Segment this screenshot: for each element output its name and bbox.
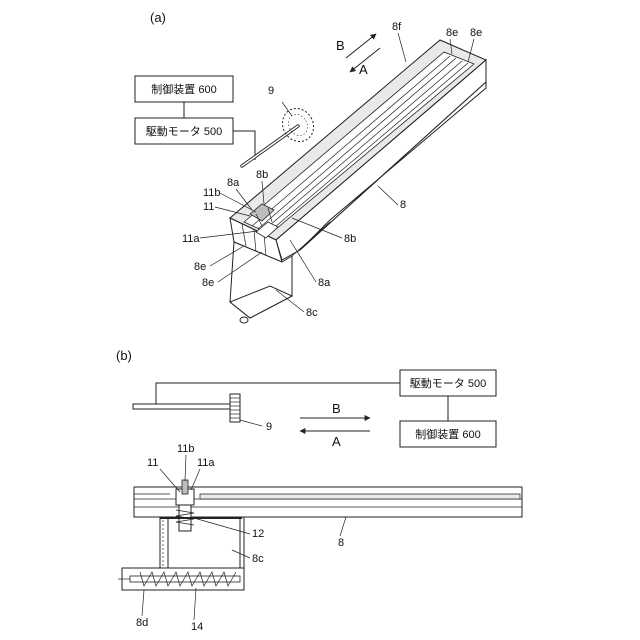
label-11-b: 11 [147, 457, 158, 469]
leader-8-a [378, 186, 398, 205]
arrow-a-a: A [359, 62, 368, 77]
leader-8f [398, 33, 406, 62]
controller-box-b: 制御装置 600 [400, 421, 496, 447]
label-14-b: 14 [191, 621, 203, 633]
connector-b-2 [156, 383, 400, 404]
label-12-b: 12 [252, 528, 264, 540]
arrow-b-a: B [336, 38, 345, 53]
label-11a-b: 11a [197, 457, 215, 469]
motor-box-b: 駆動モータ 500 [400, 370, 496, 396]
label-9-b: 9 [266, 421, 272, 433]
label-8a-right: 8a [318, 277, 331, 289]
label-8e-2: 8e [470, 27, 482, 39]
label-8-a: 8 [400, 199, 406, 211]
direction-arrows-b: B A [300, 401, 370, 449]
label-8e-left2: 8e [202, 277, 214, 289]
label-8b-right: 8b [344, 233, 356, 245]
brush-shaft-b [133, 394, 262, 426]
label-9-a: 9 [268, 85, 274, 97]
label-8a-top: 8a [227, 177, 240, 189]
motor-box-a-text: 駆動モータ 500 [146, 124, 222, 138]
connector-a-2 [233, 131, 255, 160]
controller-box-a: 制御装置 600 [135, 76, 233, 102]
label-8e-1: 8e [446, 27, 458, 39]
label-8d-b: 8d [136, 617, 148, 629]
panel-a: (a) 制御装置 600 駆動モータ 500 B A [135, 10, 486, 323]
label-11b-b: 11b [177, 443, 195, 455]
leader-14-b [194, 588, 196, 620]
arrow-a-b: A [332, 434, 341, 449]
label-11-a: 11 [203, 201, 214, 213]
leader-12-b [194, 518, 250, 534]
label-8c-a: 8c [306, 307, 318, 319]
controller-box-b-text: 制御装置 600 [415, 427, 480, 441]
label-8-b: 8 [338, 537, 344, 549]
leader-11b-b [185, 455, 186, 481]
label-8e-left1: 8e [194, 261, 206, 273]
controller-box-a-text: 制御装置 600 [151, 82, 216, 96]
panel-a-label: (a) [150, 10, 166, 25]
panel-b: (b) 駆動モータ 500 制御装置 600 B [116, 348, 522, 633]
motor-box-a: 駆動モータ 500 [135, 118, 233, 144]
direction-arrows-a: B A [336, 34, 380, 77]
auger-14 [118, 568, 244, 590]
leader-8d-b [142, 590, 144, 616]
label-11a-a: 11a [182, 233, 200, 245]
leader-8-b [340, 517, 346, 536]
collection-box-8c-b [160, 517, 244, 572]
leader-8c-b [232, 550, 250, 558]
label-8c-b: 8c [252, 553, 264, 565]
guide-rail-8 [230, 40, 486, 262]
label-8f: 8f [392, 21, 402, 33]
arrow-b-b: B [332, 401, 341, 416]
panel-b-label: (b) [116, 348, 132, 363]
motor-box-b-text: 駆動モータ 500 [410, 376, 486, 390]
label-8b-top: 8b [256, 169, 268, 181]
label-11b-a: 11b [203, 187, 221, 199]
